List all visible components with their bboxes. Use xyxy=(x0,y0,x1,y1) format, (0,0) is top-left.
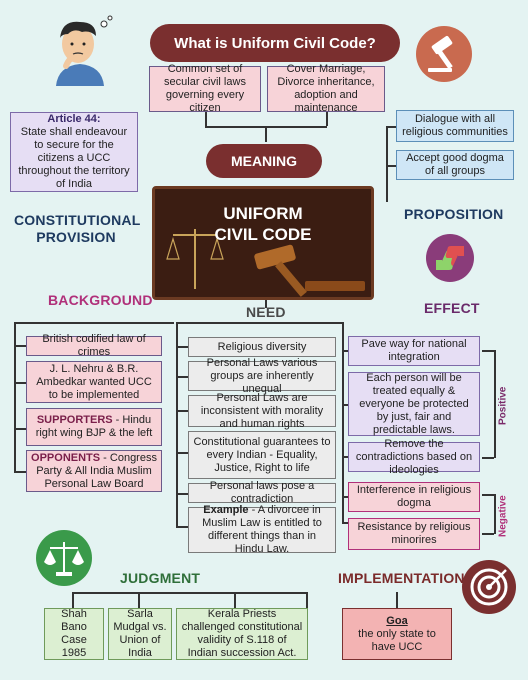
need-heading: NEED xyxy=(246,304,286,320)
ucc-center-image: UNIFORM CIVIL CODE xyxy=(152,186,374,300)
need-example-box: Example - A divorcee in Muslim Law is en… xyxy=(188,504,336,555)
need-item: Personal laws pose a contradiction xyxy=(188,480,336,505)
judgment-heading: JUDGMENT xyxy=(120,570,201,586)
need-item: Constitutional guarantees to every India… xyxy=(188,431,336,479)
background-item: J. L. Nehru & B.R. Ambedkar wanted UCC t… xyxy=(26,361,162,403)
effect-heading: EFFECT xyxy=(424,300,480,316)
negative-effect: Interference in religious dogma xyxy=(348,482,480,512)
target-icon xyxy=(462,560,516,614)
page-title: What is Uniform Civil Code? xyxy=(174,34,376,52)
positive-effect: Remove the contradictions based on ideol… xyxy=(348,438,480,476)
supporters-box: SUPPORTERS - Hindu right wing BJP & the … xyxy=(26,408,162,446)
goa-box: Goa the only state to have UCC xyxy=(342,608,452,660)
scales-icon xyxy=(36,530,92,586)
judgment-item: Kerala Priests challenged constitutional… xyxy=(176,608,308,660)
positive-label: Positive xyxy=(497,386,509,426)
proposition-item: Accept good dogma of all groups xyxy=(396,150,514,180)
judgment-item: Sarla Mudgal vs. Union of India xyxy=(108,608,172,660)
ucc-title: UNIFORM CIVIL CODE xyxy=(214,204,312,244)
implementation-heading: IMPLEMENTATION xyxy=(338,570,465,586)
meaning-label: MEANING xyxy=(206,144,322,178)
title-banner: What is Uniform Civil Code? xyxy=(150,24,400,62)
need-item: Personal Laws are inconsistent with mora… xyxy=(188,392,336,430)
meaning-item: Common set of secular civil laws governi… xyxy=(149,63,261,114)
constitutional-provision-heading: CONSTITUTIONAL PROVISION xyxy=(14,212,141,245)
thumbs-up-down-icon xyxy=(426,234,474,282)
proposition-item: Dialogue with all religious communities xyxy=(396,110,514,142)
proposition-heading: PROPOSITION xyxy=(404,206,504,222)
background-item: British codified law of crimes xyxy=(26,333,162,358)
gavel-icon xyxy=(416,26,472,82)
article-44-box: Article 44: State shall endeavour to sec… xyxy=(10,112,138,192)
judgment-item: Shah Bano Case 1985 xyxy=(44,608,104,660)
positive-effect: Pave way for national integration xyxy=(348,336,480,366)
negative-label: Negative xyxy=(497,495,509,537)
need-item: Personal Laws various groups are inheren… xyxy=(188,357,336,395)
thinking-person-icon xyxy=(48,14,114,86)
positive-effect: Each person will be treated equally & ev… xyxy=(348,372,480,436)
negative-effect: Resistance by religious minorires xyxy=(348,518,480,550)
meaning-item: Cover Marriage, Divorce inheritance, ado… xyxy=(267,63,385,114)
opponents-box: OPPONENTS - Congress Party & All India M… xyxy=(26,450,162,492)
background-heading: BACKGROUND xyxy=(48,292,153,308)
need-item: Religious diversity xyxy=(188,337,336,357)
